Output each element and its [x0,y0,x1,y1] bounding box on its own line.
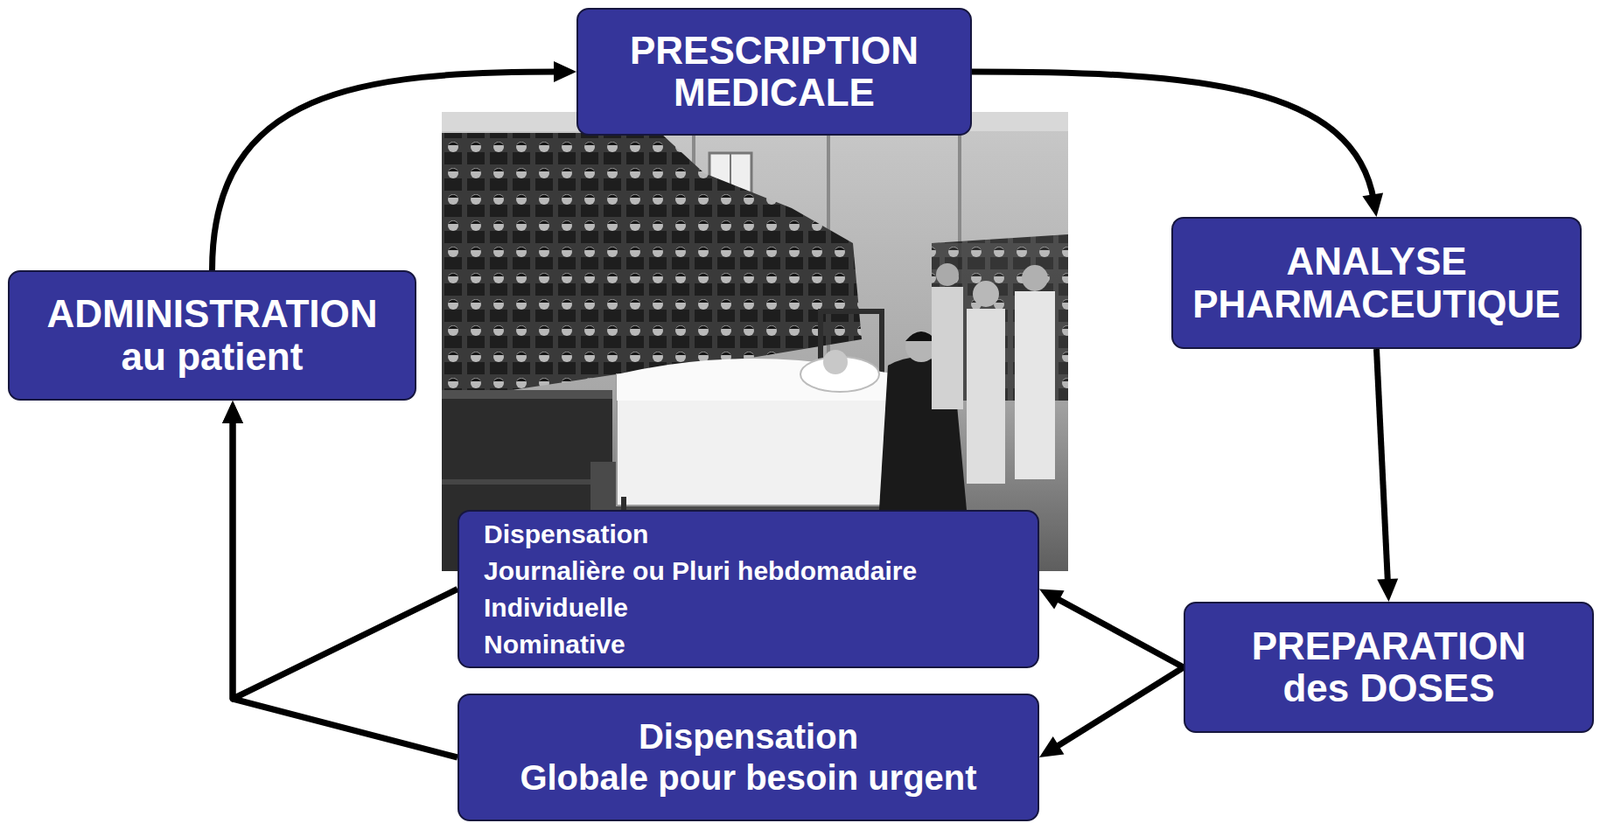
node-text: Journalière ou Pluri hebdomadaire [483,552,917,590]
arrow-head [222,400,244,424]
node-text: Dispensation [638,716,859,758]
connector-line [971,71,1375,202]
connector-line [232,416,458,758]
arrow-head [1362,192,1384,217]
node-text: au patient [121,335,304,378]
lecture-photo [441,111,1069,572]
flow-arrow [1376,349,1399,602]
arrow-head [553,61,577,83]
arrow-head [1039,589,1065,610]
process-box: ADMINISTRATIONau patient [7,270,417,401]
connector-line [232,416,458,699]
flow-arrow [1039,589,1184,669]
flow-arrow [1039,667,1184,758]
node-text: Globale pour besoin urgent [519,757,977,799]
dispensation-box: DispensationGlobale pour besoin urgent [457,693,1040,822]
connector-line [1053,596,1184,668]
process-box: PREPARATIONdes DOSES [1183,601,1594,734]
flow-arrow [212,61,578,271]
node-text: PREPARATION [1251,625,1527,668]
flow-arrow [222,400,458,699]
flow-arrow [222,400,458,758]
node-text: Nominative [483,626,626,664]
connector-line [1052,667,1184,749]
arrow-head [222,400,244,424]
connector-line [1376,349,1389,587]
flow-arrow [971,71,1384,217]
node-text: PRESCRIPTION MEDICALE [586,29,962,115]
node-text: ANALYSE PHARMACEUTIQUE [1181,240,1572,326]
arrow-head [1376,578,1398,602]
node-text: ADMINISTRATION [46,293,378,336]
arrow-head [1039,736,1064,758]
process-box: PRESCRIPTION MEDICALE [576,7,972,136]
node-text: Individuelle [483,589,629,627]
process-box: ANALYSE PHARMACEUTIQUE [1171,216,1582,350]
connector-line [212,71,562,271]
node-text: Dispensation [483,516,649,553]
node-text: des DOSES [1282,667,1495,710]
dispensation-box: DispensationJournalière ou Pluri hebdoma… [457,510,1040,669]
